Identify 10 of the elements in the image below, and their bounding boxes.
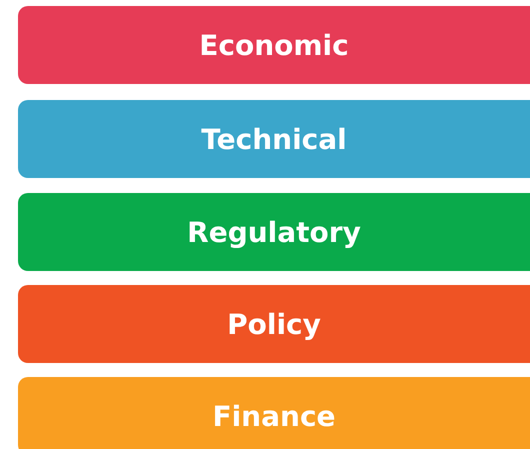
category-bar (18, 285, 530, 363)
category-label: Economic (199, 28, 349, 62)
category-bar (18, 6, 530, 84)
category-bar (18, 377, 530, 449)
category-label: Finance (212, 400, 336, 432)
category-label: Policy (227, 308, 321, 340)
category-bar (18, 100, 530, 178)
category-label: Regulatory (187, 216, 361, 248)
category-label: Technical (201, 122, 347, 156)
category-bar (18, 193, 530, 271)
